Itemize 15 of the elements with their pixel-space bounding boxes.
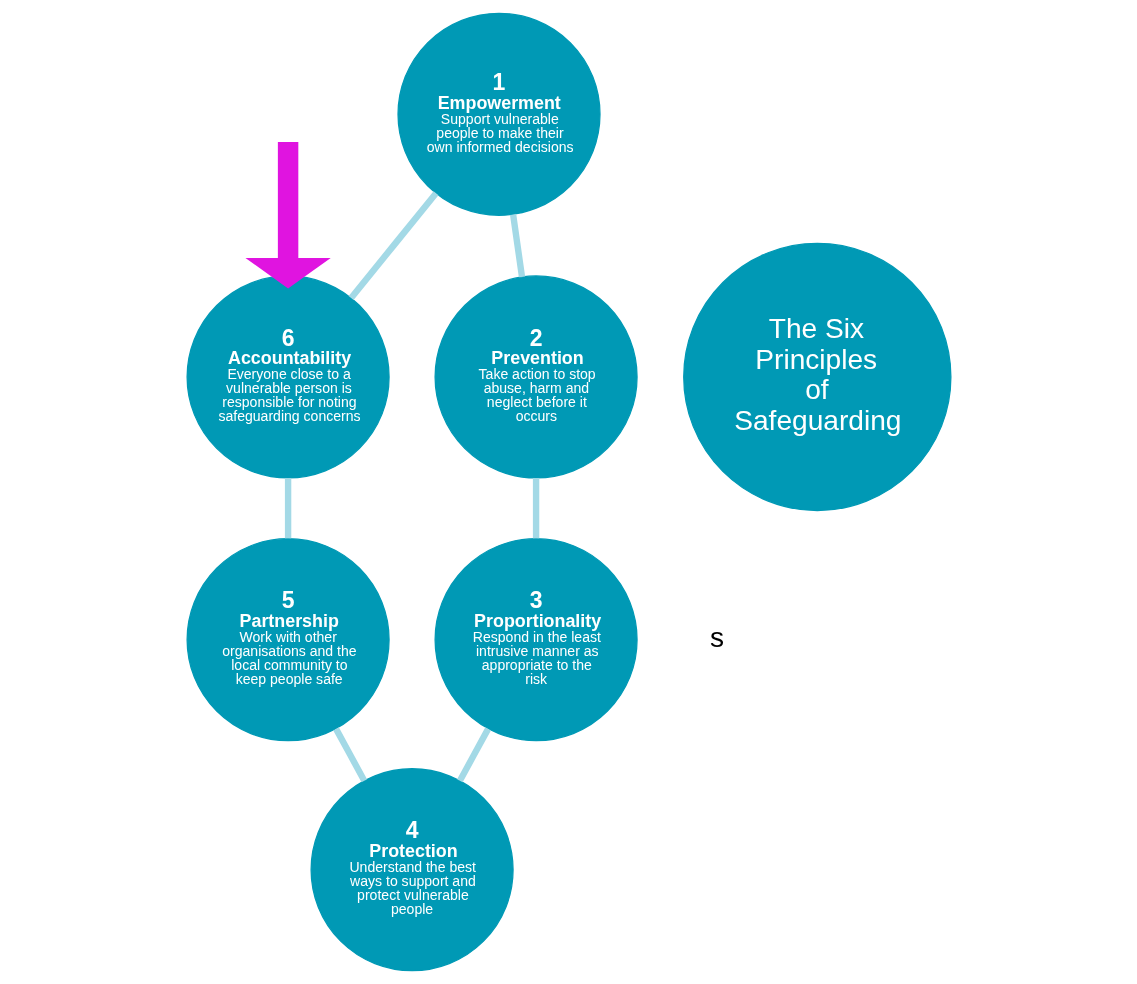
connector — [532, 478, 539, 539]
connector — [284, 478, 291, 539]
node-circle: 6 Accountability Everyone close to a vulnerable person is responsible for noting safeguarding concerns — [185, 275, 390, 479]
node-circle: 5 Partnership Work with other organisations and the local community to keep people safe — [185, 538, 390, 742]
connector — [456, 727, 491, 783]
node-circle: 3 Proportionality Respond in the least intrusive manner as appropriate to the risk — [433, 538, 638, 742]
connector — [509, 214, 525, 278]
arrow — [244, 141, 331, 289]
connector — [332, 727, 367, 783]
node-circle: The Six Principles of Safeguarding — [682, 242, 952, 512]
label: s — [709, 621, 724, 653]
node-circle: 2 Prevention Take action to stop abuse, harm and neglect before it occurs — [433, 275, 638, 479]
node-circle: 4 Protection Understand the best ways to support and protect vulnerable people — [309, 768, 514, 972]
connector — [348, 191, 438, 300]
node-circle: 1 Empowerment Support vulnerable people to make their own informed decisions — [396, 12, 601, 216]
